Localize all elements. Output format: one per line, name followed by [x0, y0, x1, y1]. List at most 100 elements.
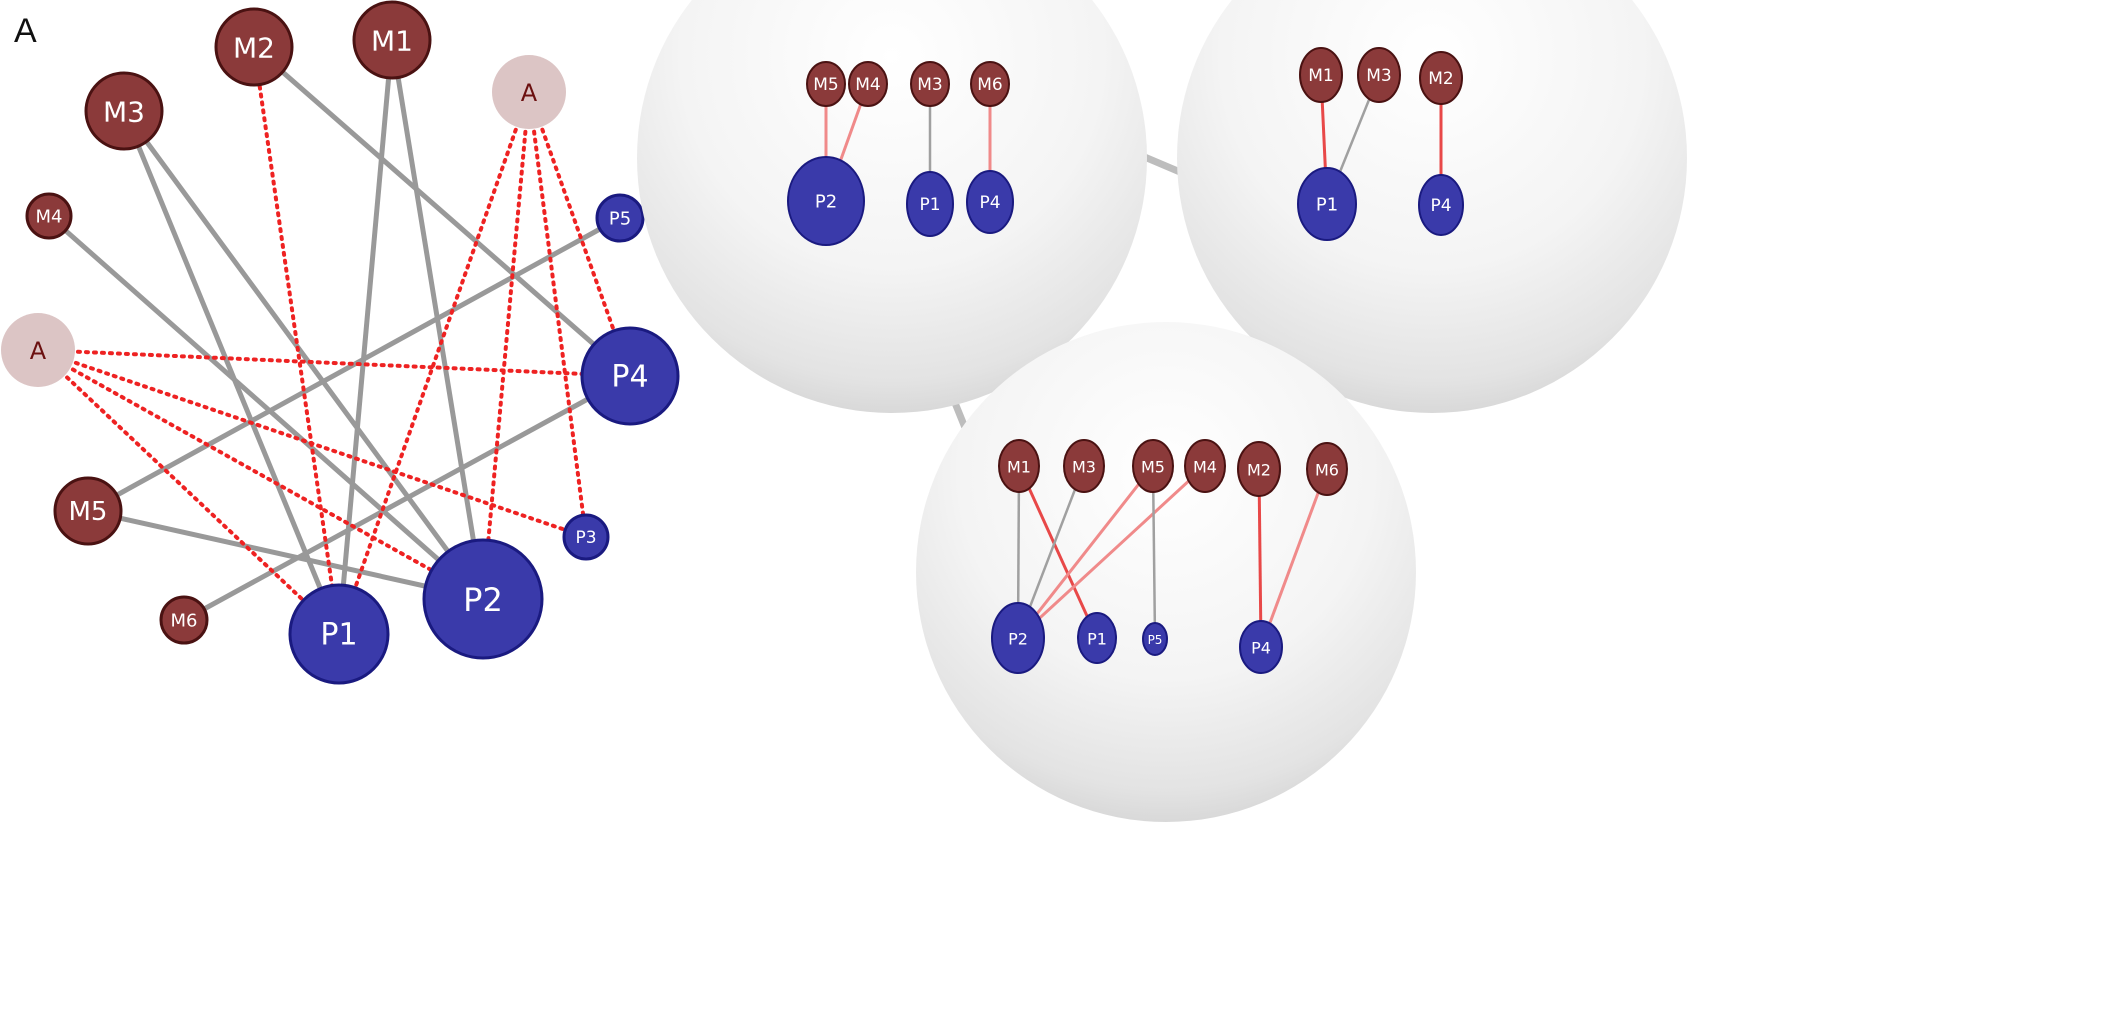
dotted-edge-a2-p3 — [36, 348, 588, 539]
cluster-3-node-p1: P1 — [1077, 612, 1117, 664]
cluster-2-node-m2: M2 — [1419, 51, 1463, 105]
node-label-m6: M6 — [171, 611, 198, 632]
protein-node-p1 — [288, 583, 390, 685]
protein-node-p4 — [580, 326, 680, 426]
dotted-edge-m2-p1 — [252, 45, 341, 636]
panel-a-edges — [36, 39, 632, 636]
protein-node-p2 — [422, 538, 544, 660]
metabolite-node-m6 — [1306, 442, 1348, 496]
cluster-1-node-m4: M4 — [848, 61, 888, 107]
cluster-1-node-p1: P1 — [906, 171, 954, 237]
metabolite-node-m1 — [1299, 47, 1343, 103]
node-m1: M1 — [352, 0, 432, 80]
cluster-3-node-m5: M5 — [1132, 439, 1174, 493]
cluster-2-node-p4: P4 — [1418, 174, 1464, 236]
node-p5: P5 — [595, 193, 645, 243]
protein-node-p5 — [1142, 622, 1168, 656]
metabolite-node-m2 — [214, 7, 294, 87]
cluster-3-background — [916, 322, 1416, 822]
dotted-edge-a2-p2 — [36, 348, 485, 601]
node-label-m1: M1 — [1007, 458, 1031, 477]
metabolite-node-m6 — [970, 61, 1010, 107]
node-label-m6: M6 — [1315, 461, 1339, 480]
node-label-p4: P4 — [1430, 196, 1451, 216]
cluster-2-node-m1: M1 — [1299, 47, 1343, 103]
dotted-edge-a1-p3 — [527, 90, 588, 539]
metabolite-node-m1 — [352, 0, 432, 80]
node-label-m3: M3 — [917, 75, 942, 95]
node-a2: A — [1, 313, 75, 387]
cluster-1-node-p4: P4 — [966, 170, 1014, 234]
metabolite-node-m5 — [806, 61, 846, 107]
solid-edge-m1-p1 — [336, 39, 395, 635]
metabolite-node-m5 — [53, 476, 123, 546]
solid-edge-m5-p2 — [87, 508, 484, 602]
node-label-m4: M4 — [855, 75, 880, 95]
solid-edge-m2-p4 — [252, 45, 632, 378]
node-label-m5: M5 — [1141, 458, 1165, 477]
node-label-p1: P1 — [1087, 630, 1107, 649]
protein-node-p4 — [966, 170, 1014, 234]
metabolite-node-m6 — [159, 595, 209, 645]
cluster-1-background — [637, 0, 1147, 413]
cluster-3-edge-m6-p4 — [1259, 468, 1329, 648]
node-label-p1: P1 — [320, 618, 357, 653]
node-label-p5: P5 — [609, 209, 631, 230]
cluster-2-node-p1: P1 — [1297, 167, 1357, 241]
protein-node-p1 — [906, 171, 954, 237]
panel-a-label: A — [14, 12, 37, 50]
metabolite-node-m5 — [1132, 439, 1174, 493]
cluster-3-node-m6: M6 — [1306, 442, 1348, 496]
node-p1: P1 — [288, 583, 390, 685]
node-m5: M5 — [53, 476, 123, 546]
cluster-3-node-m4: M4 — [1184, 439, 1226, 493]
node-label-m5: M5 — [813, 75, 838, 95]
cluster-3-edge-m2-p4 — [1257, 468, 1263, 648]
protein-node-p4 — [1239, 620, 1283, 674]
node-label-p4: P4 — [611, 360, 648, 395]
node-label-p2: P2 — [463, 581, 503, 619]
metabolite-node-m4 — [25, 192, 73, 240]
node-m3: M3 — [84, 71, 164, 151]
cluster-3-node-p4: P4 — [1239, 620, 1283, 674]
node-label-m6: M6 — [977, 75, 1002, 95]
node-label-p2: P2 — [1008, 630, 1028, 649]
node-label-m3: M3 — [1366, 66, 1391, 86]
cluster-1-node-m3: M3 — [910, 61, 950, 107]
cluster-3-node-p5: P5 — [1142, 622, 1168, 656]
cluster-1-node-m6: M6 — [970, 61, 1010, 107]
anchor-node-a2 — [1, 313, 75, 387]
node-label-m2: M2 — [1247, 461, 1271, 480]
node-label-a2: A — [30, 337, 47, 365]
cluster-3-node-m3: M3 — [1063, 439, 1105, 493]
dotted-edge-a1-p2 — [481, 90, 531, 601]
node-p4: P4 — [580, 326, 680, 426]
node-label-m1: M1 — [371, 25, 413, 58]
node-label-p3: P3 — [575, 528, 596, 548]
dotted-edge-a1-p4 — [527, 90, 632, 378]
metabolite-node-m3 — [910, 61, 950, 107]
cluster-3-edge-m5-p5 — [1151, 465, 1157, 640]
node-label-m4: M4 — [1193, 458, 1217, 477]
solid-edge-m6-p4 — [182, 373, 632, 623]
node-label-p5: P5 — [1148, 633, 1163, 647]
cluster-1-node-p2: P2 — [787, 156, 865, 246]
protein-node-p5 — [595, 193, 645, 243]
metabolite-node-m2 — [1237, 441, 1281, 497]
cluster-3-node-p2: P2 — [991, 602, 1045, 674]
cluster-3-edge-m5-p2 — [1016, 465, 1155, 639]
node-p3: P3 — [562, 513, 610, 561]
node-m4: M4 — [25, 192, 73, 240]
dotted-edge-a2-p1 — [36, 348, 341, 636]
metabolite-node-m4 — [848, 61, 888, 107]
cluster-3-node-m1: M1 — [998, 439, 1040, 493]
cluster-2-node-m3: M3 — [1357, 47, 1401, 103]
cluster-3-edge-m4-p2 — [1016, 464, 1207, 640]
node-label-p1: P1 — [1316, 195, 1338, 216]
solid-edge-m3-p2 — [121, 109, 486, 601]
cluster-3-edge-m1-p1 — [1017, 465, 1099, 639]
metabolite-node-m3 — [1063, 439, 1105, 493]
